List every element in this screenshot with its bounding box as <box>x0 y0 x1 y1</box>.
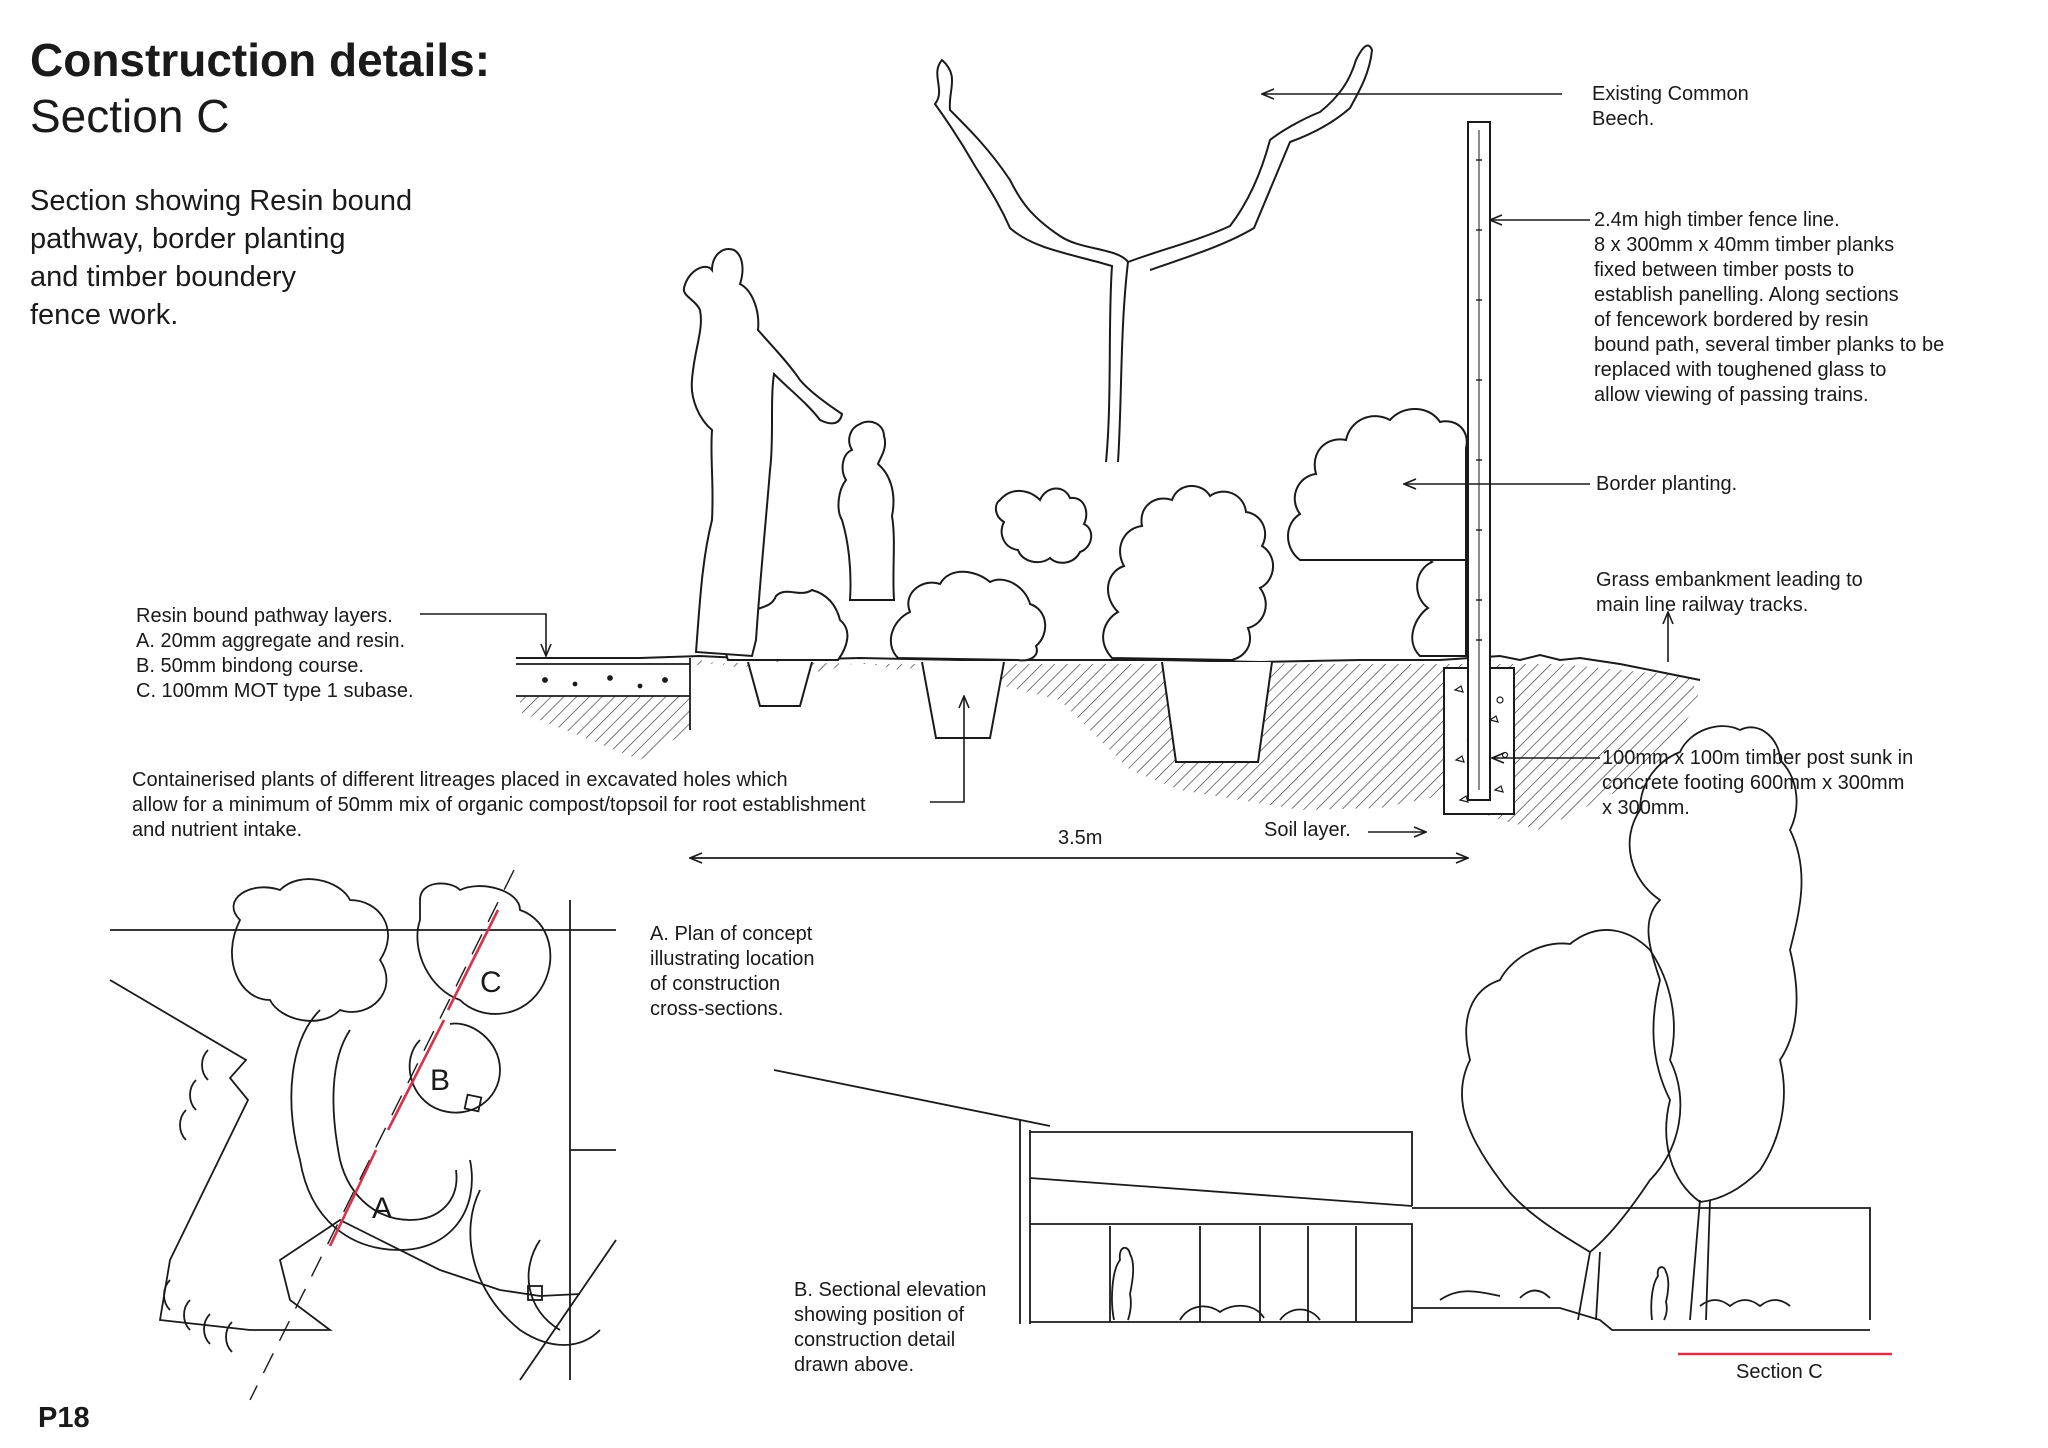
container-pit-1 <box>747 661 813 707</box>
section-c-detail <box>420 44 1701 858</box>
plan-marker-c: C <box>480 966 502 999</box>
page-subtitle: Section C <box>30 90 230 142</box>
border-shrub-2 <box>889 570 1046 662</box>
annotation-containers: Containerised plants of different litrea… <box>132 769 866 841</box>
page-title: Construction details: <box>30 34 491 86</box>
elevation-section-label: Section C <box>1736 1361 1823 1383</box>
container-pit-3 <box>1161 661 1273 763</box>
sectional-elevation <box>773 725 1871 1331</box>
leader-lines <box>420 94 1668 832</box>
annotation-fence: 2.4m high timber fence line.8 x 300mm x … <box>1594 209 1945 406</box>
plan-section-markers <box>328 909 500 1247</box>
container-pit-2 <box>921 661 1005 739</box>
border-shrub-4 <box>1102 485 1274 662</box>
width-dimension-label: 3.5m <box>1058 827 1103 849</box>
soil-hatch-left <box>520 696 690 760</box>
site-plan <box>109 869 617 1401</box>
border-shrub-3 <box>994 487 1093 564</box>
page-number: P18 <box>38 1402 90 1434</box>
beech-tree <box>933 58 1130 463</box>
annotation-border-planting: Border planting. <box>1596 473 1738 495</box>
resin-path-layers <box>516 658 691 730</box>
border-shrub-6 <box>1287 407 1468 561</box>
child-figure <box>837 420 896 601</box>
adult-figure <box>682 248 844 658</box>
annotation-resin-path: Resin bound pathway layers.A. 20mm aggre… <box>136 605 414 702</box>
annotation-soil: Soil layer. <box>1264 819 1351 841</box>
plan-marker-a: A <box>372 1192 393 1225</box>
plan-marker-b: B <box>430 1064 451 1097</box>
